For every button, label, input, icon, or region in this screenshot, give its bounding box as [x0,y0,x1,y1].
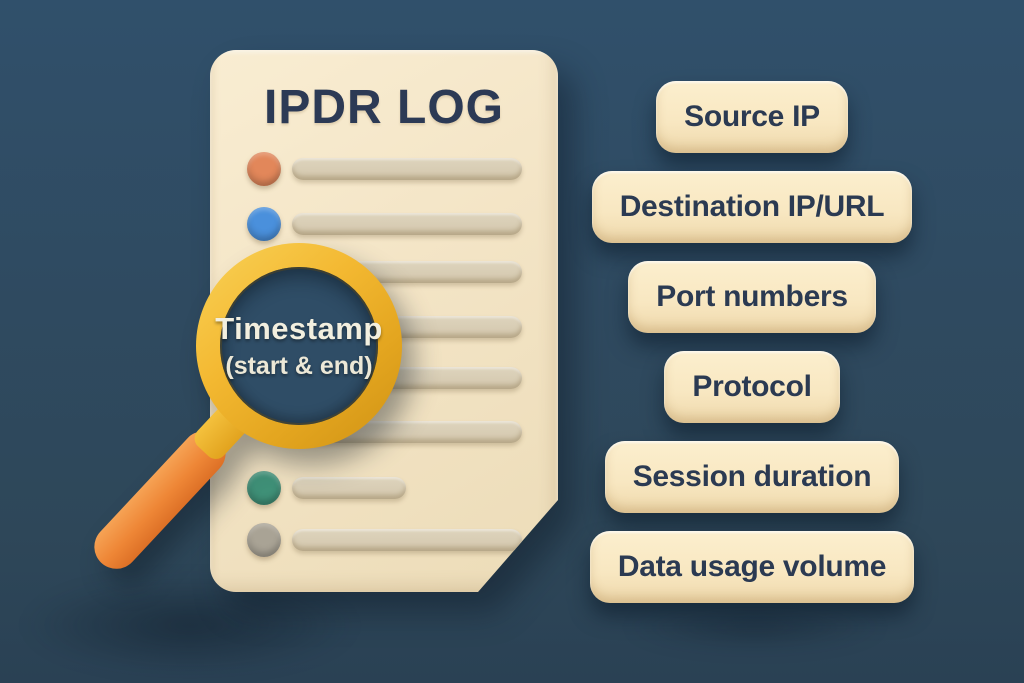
field-chip-session-duration: Session duration [604,441,900,513]
bullet-dot [247,152,281,186]
lens-label-primary: Timestamp [215,311,383,346]
field-chip-label: Session duration [632,460,872,493]
document-title: IPDR LOG [263,81,504,134]
magnifier-ring: Timestamp (start & end) [196,243,402,449]
field-chip-label: Port numbers [656,280,848,313]
field-chip-label: Protocol [692,370,812,403]
field-chip-label: Source IP [684,100,820,133]
field-chip-port-numbers: Port numbers [628,261,876,333]
bullet-dot [247,523,281,557]
text-line-placeholder [292,477,406,499]
text-line-placeholder [292,213,522,235]
field-chip-data-usage-volume: Data usage volume [589,531,915,603]
field-chip-label: Data usage volume [617,550,887,583]
field-chip-destination-ip-url: Destination IP/URL [591,171,913,243]
field-chip-protocol: Protocol [664,351,840,423]
lens-label-secondary: (start & end) [225,352,373,380]
bullet-dot [247,207,281,241]
field-chip-label: Destination IP/URL [619,190,885,223]
text-line-placeholder [292,529,522,551]
text-line-placeholder [292,158,522,180]
field-chip-source-ip: Source IP [656,81,848,153]
bullet-dot [247,471,281,505]
floor-shadow [575,592,935,662]
magnifier-lens: Timestamp (start & end) [215,267,382,425]
